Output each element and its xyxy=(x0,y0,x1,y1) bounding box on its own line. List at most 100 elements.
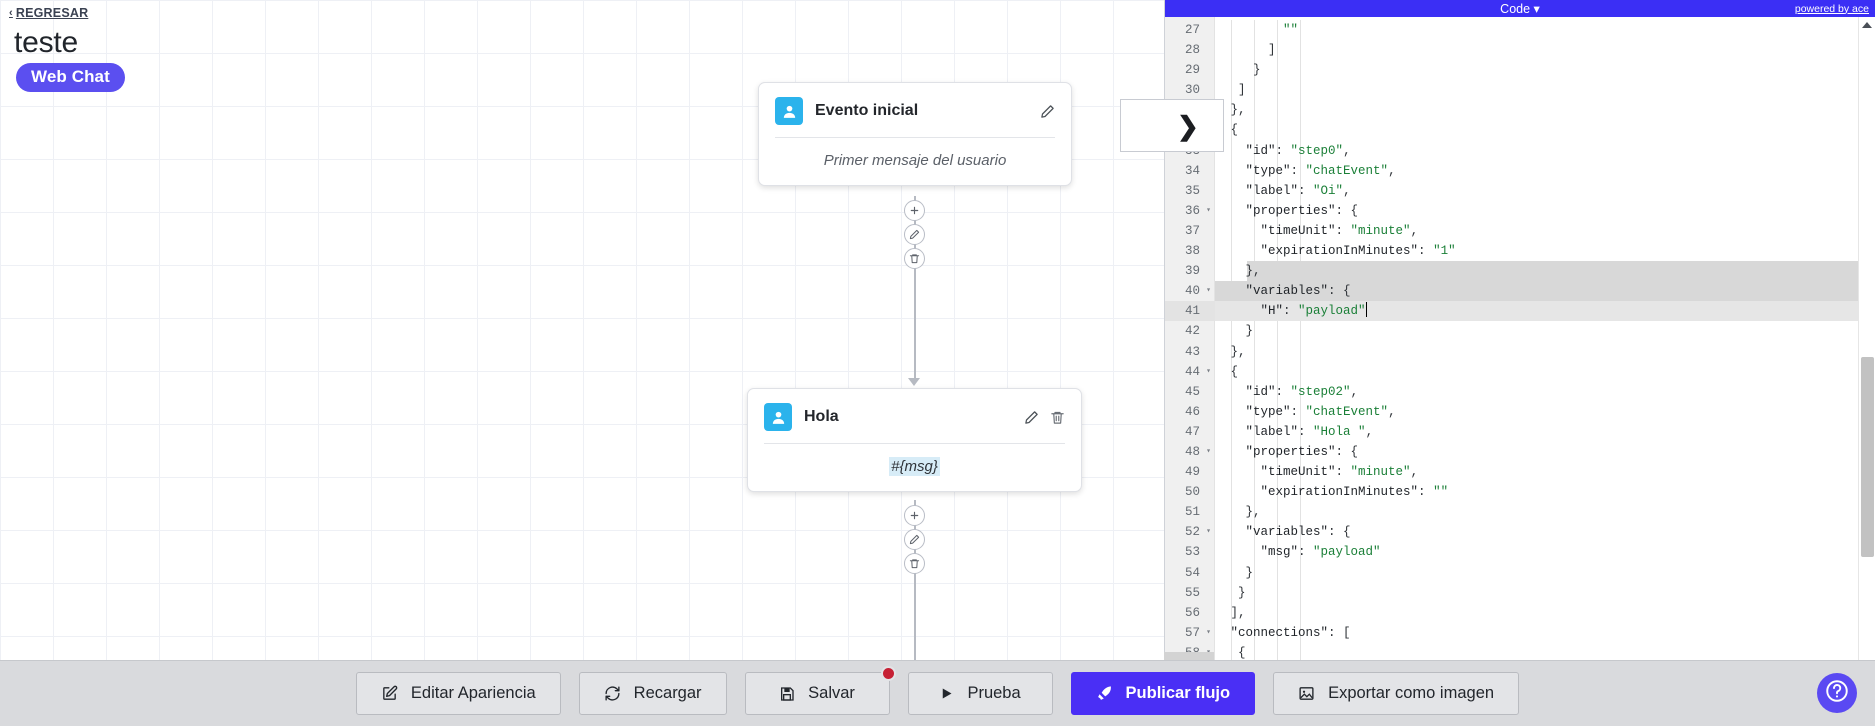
back-link[interactable]: ‹ REGRESAR xyxy=(9,6,88,20)
page-title: teste xyxy=(14,26,79,59)
pencil-icon[interactable] xyxy=(904,529,925,550)
code-line[interactable]: { xyxy=(1223,364,1239,379)
toolbar-button-salvar[interactable]: Salvar xyxy=(744,666,896,715)
plus-icon[interactable] xyxy=(904,200,925,221)
code-panel-title[interactable]: Code ▾ xyxy=(1165,1,1875,16)
fold-toggle-icon[interactable]: ▾ xyxy=(1206,446,1211,456)
code-line[interactable]: }, xyxy=(1223,344,1246,359)
line-number: 55 xyxy=(1184,585,1200,600)
chevron-right-icon: ❯ xyxy=(1177,110,1199,141)
code-line[interactable]: } xyxy=(1223,585,1246,600)
code-line[interactable]: } xyxy=(1223,324,1254,339)
code-line[interactable]: "label": "Hola ", xyxy=(1245,424,1374,439)
code-line[interactable]: "variables": { xyxy=(1245,525,1351,540)
line-number: 37 xyxy=(1184,223,1200,238)
line-number: 49 xyxy=(1184,465,1200,480)
trash-icon[interactable] xyxy=(904,248,925,269)
code-line[interactable]: }, xyxy=(1223,505,1261,520)
channel-badge: Web Chat xyxy=(16,63,125,92)
node-header: Hola xyxy=(748,389,1081,443)
code-fold-callout[interactable]: ❯ xyxy=(1120,99,1224,152)
line-number: 30 xyxy=(1184,83,1200,98)
code-line[interactable]: "id": "step0", xyxy=(1245,143,1351,158)
fold-toggle-icon[interactable]: ▾ xyxy=(1206,366,1211,376)
code-panel-title-label: Code xyxy=(1500,2,1531,16)
back-link-label: REGRESAR xyxy=(15,6,89,20)
trash-icon[interactable] xyxy=(1050,410,1065,425)
code-line[interactable]: } xyxy=(1223,565,1254,580)
fold-toggle-icon[interactable]: ▾ xyxy=(1206,286,1211,296)
connector-tools-2 xyxy=(904,505,925,574)
line-number: 57▾ xyxy=(1165,623,1214,643)
node-title: Hola xyxy=(804,408,839,425)
code-line[interactable]: "label": "Oi", xyxy=(1245,183,1351,198)
line-number: 38 xyxy=(1184,244,1200,259)
code-line[interactable]: "id": "step02", xyxy=(1245,384,1359,399)
connector-line-1 xyxy=(914,196,916,381)
code-line[interactable]: "" xyxy=(1283,23,1299,37)
toolbar-button-label: Salvar xyxy=(808,684,855,702)
code-line[interactable]: ], xyxy=(1223,605,1246,620)
line-number: 35 xyxy=(1184,183,1200,198)
code-line[interactable]: "connections": [ xyxy=(1230,625,1351,640)
code-line[interactable]: { xyxy=(1223,123,1239,138)
line-number: 36▾ xyxy=(1165,201,1214,221)
code-line[interactable]: "H": "payload" xyxy=(1215,301,1875,322)
line-number: 29 xyxy=(1184,63,1200,78)
flow-node-evento-inicial[interactable]: Evento inicial Primer mensaje del usuari… xyxy=(758,82,1072,186)
node-actions xyxy=(1040,104,1055,119)
editor-vertical-scrollbar[interactable] xyxy=(1858,17,1875,660)
line-number: 51 xyxy=(1184,505,1200,520)
code-line[interactable]: "properties": { xyxy=(1245,203,1359,218)
pencil-icon[interactable] xyxy=(904,224,925,245)
line-number: 56 xyxy=(1184,605,1200,620)
edit-square-icon xyxy=(381,685,398,702)
toolbar-button-exportar-como-imagen[interactable]: Exportar como imagen xyxy=(1273,672,1520,715)
code-line[interactable]: { xyxy=(1223,645,1246,660)
fold-toggle-icon[interactable]: ▾ xyxy=(1206,627,1211,637)
play-icon xyxy=(939,686,954,701)
scrollbar-thumb[interactable] xyxy=(1861,357,1874,557)
toolbar-button-prueba[interactable]: Prueba xyxy=(907,672,1053,715)
trash-icon[interactable] xyxy=(904,553,925,574)
code-editor[interactable]: 272829303132▾33343536▾37383940▾41424344▾… xyxy=(1165,17,1875,660)
code-line[interactable]: "expirationInMinutes": "1" xyxy=(1260,244,1456,259)
code-line[interactable]: "type": "chatEvent", xyxy=(1245,163,1396,178)
code-line[interactable]: }, xyxy=(1223,103,1246,118)
help-button[interactable] xyxy=(1817,673,1857,713)
code-line[interactable]: ] xyxy=(1223,83,1246,98)
code-line[interactable]: }, xyxy=(1215,261,1875,282)
edit-icon[interactable] xyxy=(1040,104,1055,119)
code-line[interactable]: "variables": { xyxy=(1215,281,1875,302)
image-icon xyxy=(1298,685,1315,702)
fold-toggle-icon[interactable]: ▾ xyxy=(1206,205,1211,215)
code-line[interactable]: } xyxy=(1223,63,1261,78)
line-number: 50 xyxy=(1184,485,1200,500)
code-line[interactable]: "timeUnit": "minute", xyxy=(1260,465,1419,480)
scroll-up-arrow-icon[interactable] xyxy=(1862,22,1872,28)
fold-toggle-icon[interactable]: ▾ xyxy=(1206,527,1211,537)
edit-icon[interactable] xyxy=(1024,410,1039,425)
toolbar-button-publicar-flujo[interactable]: Publicar flujo xyxy=(1070,672,1256,715)
plus-icon[interactable] xyxy=(904,505,925,526)
code-panel-header: Code ▾ powered by ace xyxy=(1165,0,1875,17)
code-line[interactable]: "properties": { xyxy=(1245,444,1359,459)
toolbar-button-editar-apariencia[interactable]: Editar Apariencia xyxy=(355,672,561,715)
code-line[interactable]: "timeUnit": "minute", xyxy=(1260,223,1419,238)
code-line[interactable]: "type": "chatEvent", xyxy=(1245,404,1396,419)
code-content[interactable]: "" ] } ] }, { "id": "step0", "type": "ch… xyxy=(1215,17,1875,660)
code-line[interactable]: "msg": "payload" xyxy=(1260,545,1381,560)
line-number: 53 xyxy=(1184,545,1200,560)
bottom-toolbar: Editar Apariencia Recargar Salvar Prueba Pub… xyxy=(0,660,1875,726)
connector-tools-1 xyxy=(904,200,925,269)
flow-canvas[interactable]: ‹ REGRESAR teste Web Chat Evento inicial xyxy=(0,0,1168,660)
toolbar-button-recargar[interactable]: Recargar xyxy=(578,672,727,715)
code-line[interactable]: "expirationInMinutes": "" xyxy=(1260,485,1449,500)
code-line[interactable]: ] xyxy=(1223,43,1276,58)
line-number: 47 xyxy=(1184,424,1200,439)
question-circle-icon xyxy=(1824,678,1850,709)
flow-node-hola[interactable]: Hola #{msg} xyxy=(747,388,1082,492)
powered-by-link[interactable]: powered by ace xyxy=(1794,2,1869,15)
node-body: Primer mensaje del usuario xyxy=(823,152,1007,169)
